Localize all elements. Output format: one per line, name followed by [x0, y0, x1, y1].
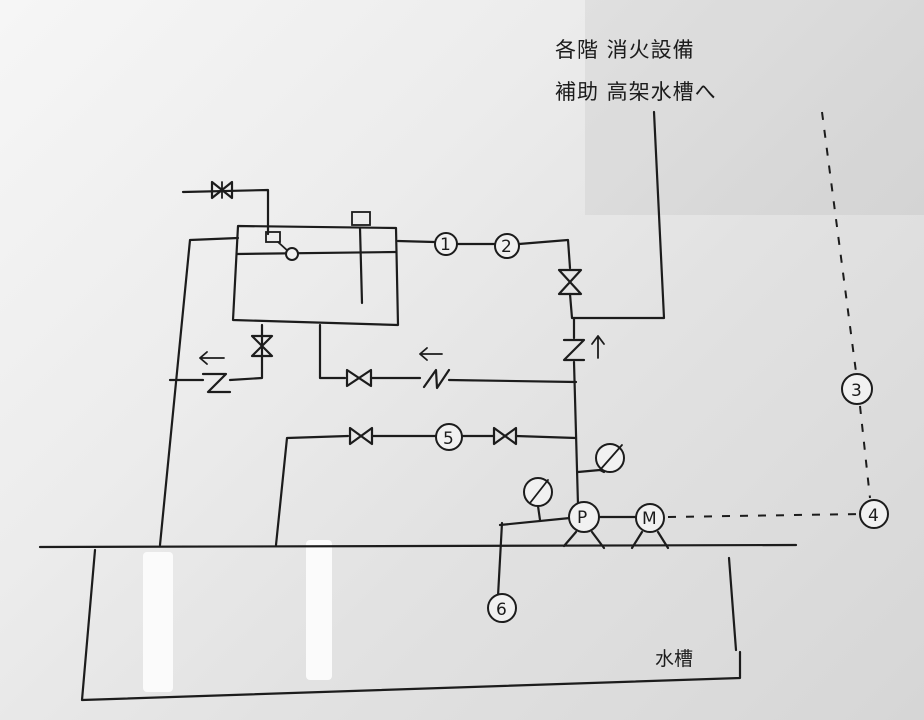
- gate-valve-return: [345, 368, 373, 388]
- node-6: [487, 593, 517, 623]
- white-tape-mark: [143, 552, 173, 692]
- return-pipe-left: [318, 323, 347, 380]
- gate-valve-test-1: [348, 426, 374, 446]
- check-valve-return: [422, 368, 451, 390]
- control-wiring-horizontal: [667, 513, 863, 518]
- suction-header-pipe: [498, 516, 572, 527]
- node-4-label: 4: [868, 506, 879, 526]
- node-3-label: 3: [851, 381, 862, 401]
- ball-tap-valve: [265, 231, 299, 261]
- node-2-label: 2: [501, 237, 512, 257]
- pump-base: [562, 530, 606, 550]
- pump-label: P: [577, 508, 587, 528]
- gate-valve-left: [250, 334, 274, 358]
- test-pipe-right-b: [514, 434, 578, 440]
- compound-gauge-pipe: [536, 504, 542, 522]
- flow-arrow-main-icon: [591, 335, 605, 359]
- node-4: [859, 499, 889, 529]
- flow-arrow-return-icon: [419, 347, 443, 361]
- return-pipe-right: [447, 378, 578, 384]
- water-tank-label: 水槽: [655, 648, 693, 670]
- gate-valve-main: [557, 268, 583, 296]
- node-5-label: 5: [443, 429, 454, 449]
- node-2: [494, 233, 520, 259]
- test-pipe-left: [274, 434, 350, 547]
- left-supply-pipe: [158, 236, 240, 547]
- paper-shadow: [585, 0, 924, 215]
- control-wiring-vertical-bottom: [859, 405, 871, 499]
- node-1-label: 1: [440, 235, 451, 255]
- node-3: [841, 373, 873, 405]
- white-tape-mark: [306, 540, 332, 680]
- pipe-2-riser: [517, 238, 572, 270]
- note-line-1: 各階 消火設備: [555, 38, 695, 62]
- pressure-gauge-needle: [599, 444, 623, 471]
- gate-valve-test-2: [492, 426, 518, 446]
- control-wiring-vertical-top: [821, 111, 857, 373]
- flow-arrow-left-icon: [199, 351, 225, 365]
- main-riser-pipe: [572, 316, 580, 507]
- motor-base: [630, 530, 670, 550]
- note-line-2: 補助 高架水槽へ: [555, 80, 717, 104]
- compound-gauge-needle: [529, 479, 549, 504]
- check-valve-left: [201, 372, 232, 394]
- left-riser-pipe: [228, 323, 264, 382]
- tank-outlet-pipe: [396, 239, 436, 244]
- motor-label: M: [642, 509, 657, 529]
- motor-icon: [635, 503, 665, 533]
- node-6-label: 6: [496, 600, 507, 620]
- water-tank: [38, 543, 798, 702]
- supply-to-high-tank-pipe: [568, 110, 666, 320]
- gate-valve-inlet: [210, 180, 234, 200]
- suction-pipe: [496, 521, 504, 598]
- check-valve-main: [562, 338, 586, 362]
